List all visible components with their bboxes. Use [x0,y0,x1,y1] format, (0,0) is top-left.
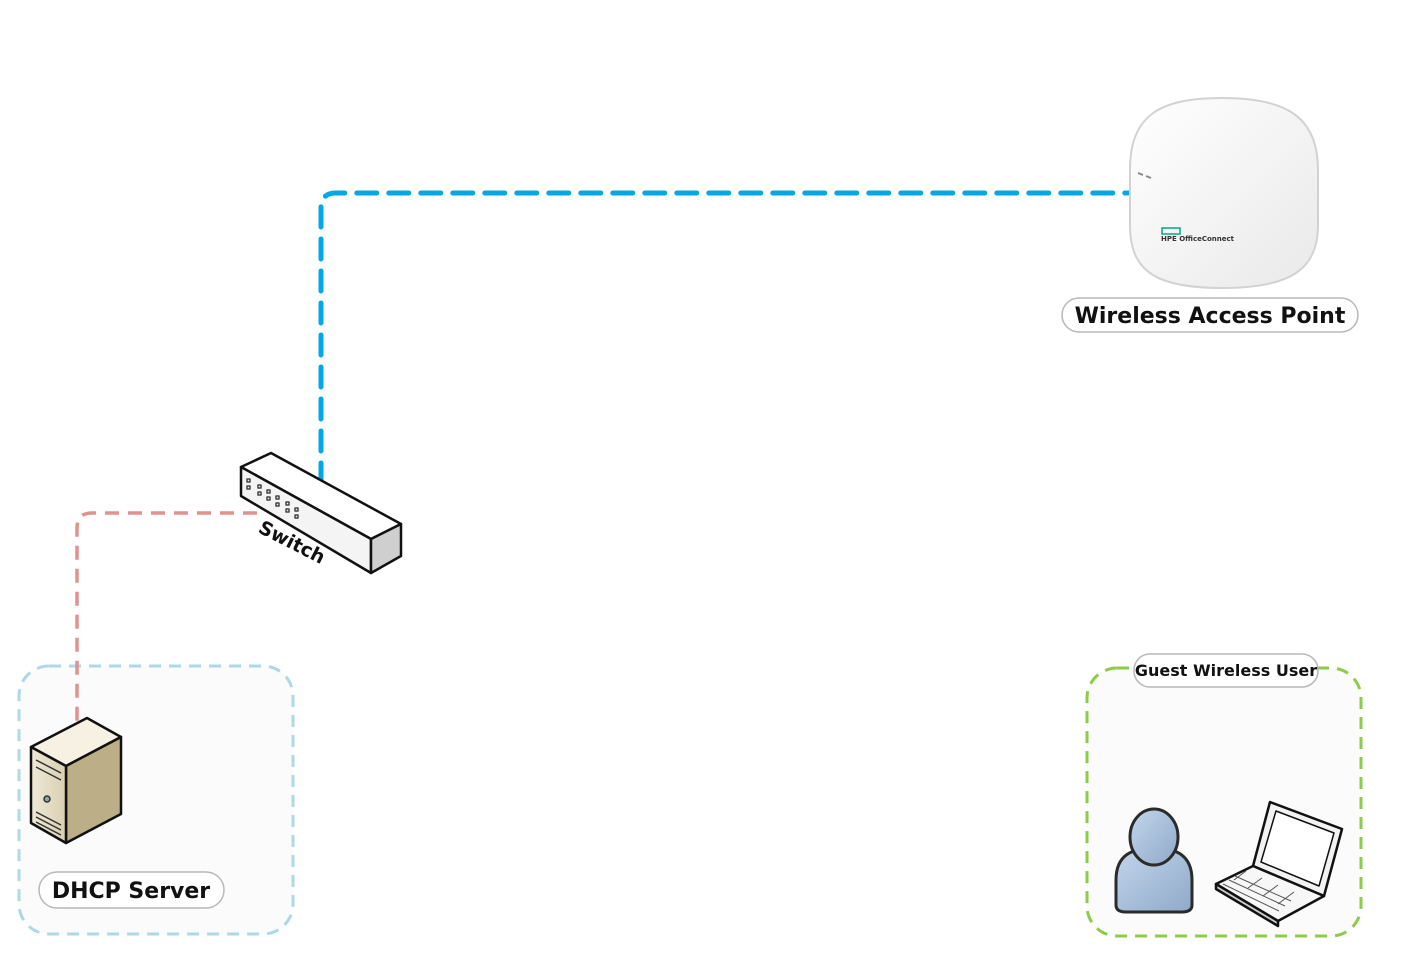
user-icon [1114,807,1194,914]
switch-icon [239,451,403,575]
access-point-icon: HPE OfficeConnect [1129,96,1319,290]
access-point-label-pill [1061,297,1359,333]
guest-label-pill [1133,653,1319,688]
guest-label: Guest Wireless User [1135,661,1317,680]
ap-brand-label: HPE OfficeConnect [1161,235,1235,243]
laptop-icon [1214,800,1344,928]
dhcp-label-pill [38,871,225,909]
access-point-label: Wireless Access Point [1075,304,1346,329]
server-icon [29,716,123,845]
dhcp-label: DHCP Server [52,879,210,904]
server-cable [75,511,257,722]
uplink-cable [318,190,1133,486]
